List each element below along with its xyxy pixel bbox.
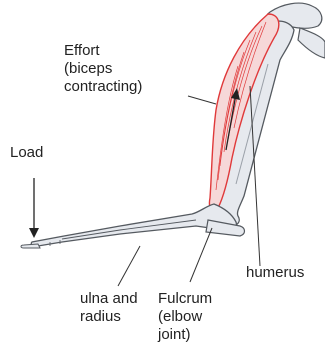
forearm-bones bbox=[31, 204, 244, 246]
effort-label: Effort (biceps contracting) bbox=[64, 42, 142, 96]
load-label: Load bbox=[10, 144, 43, 162]
ulna-and-radius-label: ulna and radius bbox=[80, 290, 138, 326]
load-arrow bbox=[29, 178, 39, 238]
fulcrum-label: Fulcrum (elbow joint) bbox=[158, 290, 212, 344]
humerus-label: humerus bbox=[246, 264, 304, 282]
